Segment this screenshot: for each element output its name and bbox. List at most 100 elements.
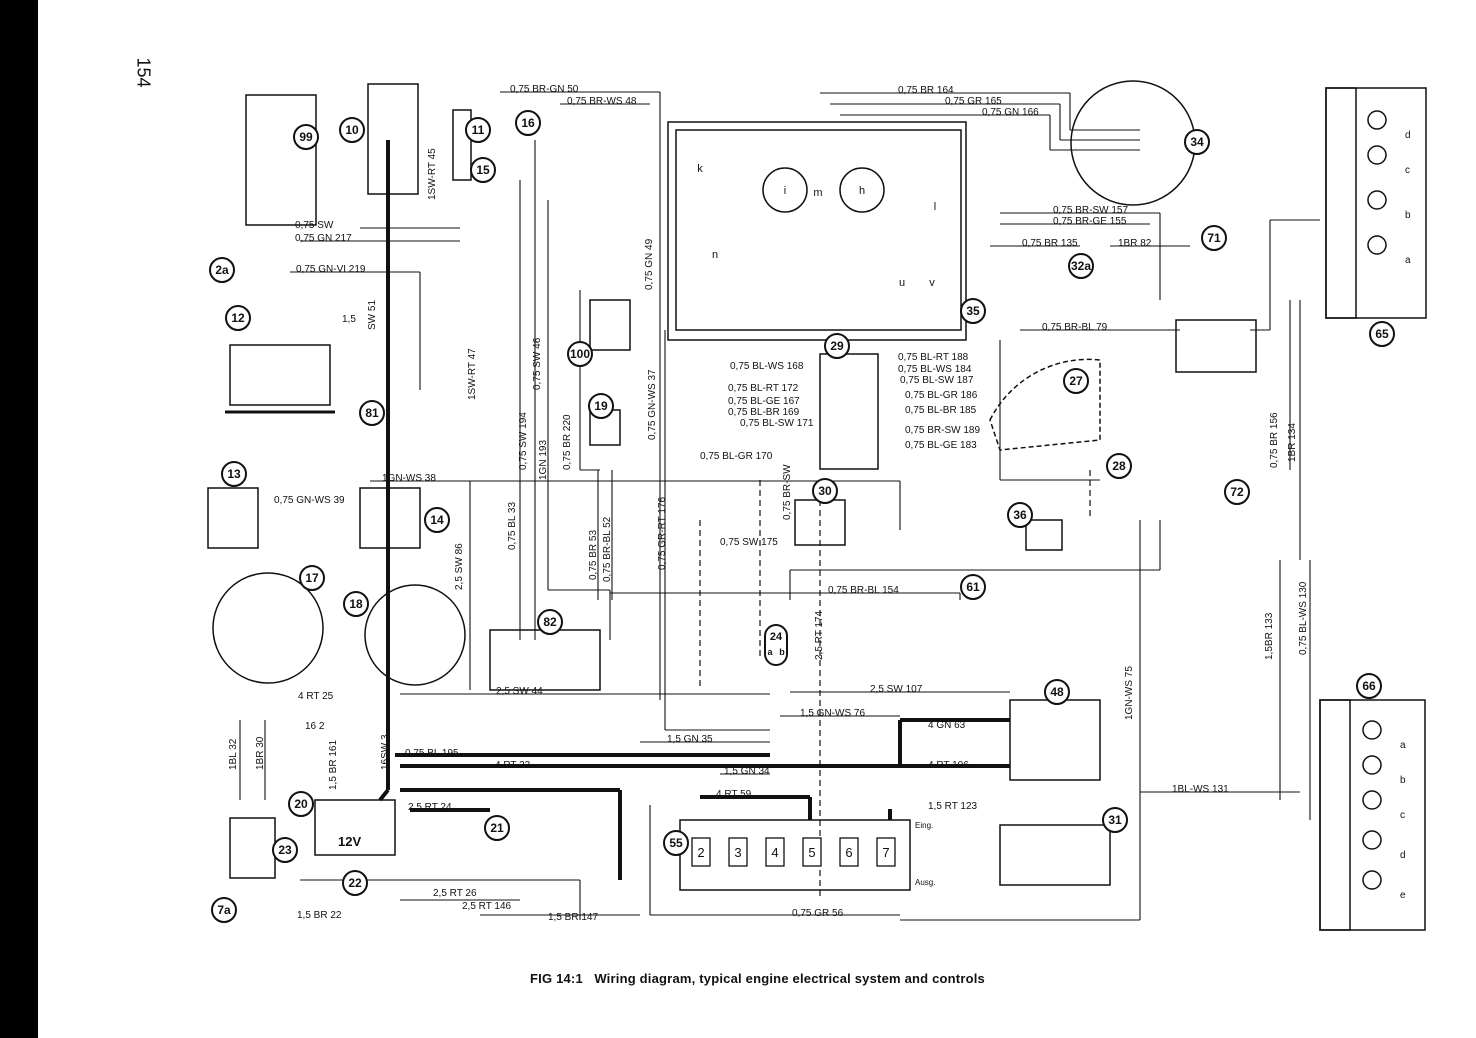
connector-24-label: b	[779, 647, 785, 657]
regulator-13	[207, 487, 259, 549]
wire-label: 0,75 BR-WS 48	[567, 96, 637, 107]
wire-label: 1,5BR 133	[1264, 612, 1275, 660]
lamp-icon	[1367, 145, 1387, 165]
fuse-box-55	[679, 819, 911, 891]
component-marker-81	[359, 400, 385, 426]
heavy-wire	[378, 788, 390, 802]
lamp-icon	[1367, 235, 1387, 255]
tachometer-34	[1070, 80, 1196, 206]
component-number: 82	[543, 615, 557, 629]
component-marker-71	[1201, 225, 1227, 251]
wire-label: 2,5 SW 107	[870, 684, 923, 695]
wire-label: 2,5 SW 44	[496, 686, 543, 697]
fuse	[728, 837, 748, 867]
component-number: 11	[472, 123, 485, 137]
lamp-icon	[1362, 830, 1382, 850]
lamp-letter: d	[1405, 130, 1411, 141]
switch-29	[819, 353, 879, 470]
gauge-letter: n	[712, 249, 718, 261]
component-marker-10	[339, 117, 365, 143]
lamp-panel-65	[1325, 87, 1427, 319]
gear-selector-27	[989, 358, 1101, 451]
wire-label: 0,75 GN-WS 39	[274, 495, 345, 506]
component-number: 10	[345, 123, 359, 137]
lamp-letter: a	[1405, 255, 1411, 266]
starter-18	[364, 584, 466, 686]
sender-100	[589, 299, 631, 351]
wire-label: 0,75 BR-BL 52	[602, 516, 613, 582]
instrument-panel-inner	[675, 129, 962, 331]
lamp-letter: a	[1400, 740, 1406, 751]
wire-label: 1,5 GN 35	[667, 734, 713, 745]
component-marker-34	[1184, 129, 1210, 155]
component-marker-82	[537, 609, 563, 635]
wire-label: 2,5 SW 86	[454, 543, 465, 590]
component-number: 81	[365, 406, 379, 420]
wire-label: 0,75 BR 135	[1022, 238, 1078, 249]
battery-voltage: 12V	[338, 834, 361, 849]
wire-label: 1GN-WS 75	[1124, 666, 1135, 720]
component-number: 99	[299, 130, 313, 144]
component-marker-48	[1044, 679, 1070, 705]
component-marker-11	[465, 117, 491, 143]
component-number: 36	[1013, 508, 1027, 522]
regulator-14	[359, 487, 421, 549]
component-number: 16	[521, 116, 535, 130]
lamp-icon	[1362, 755, 1382, 775]
wire-label: 1,5	[342, 314, 356, 325]
wire-label: 0,75 BR-SW 189	[905, 425, 980, 436]
wire-label: 0,75 BL-SW 171	[740, 418, 814, 429]
component-number: 29	[830, 339, 844, 353]
component-marker-16	[515, 110, 541, 136]
wire-label: 0,75 BL-RT 172	[728, 383, 799, 394]
component-marker-17	[299, 565, 325, 591]
component-marker-20	[288, 791, 314, 817]
gauge-letter: k	[697, 163, 703, 175]
connector-24-label: a	[767, 647, 773, 657]
wire-label: 0,75 BL-BR 169	[728, 407, 800, 418]
connector-24-marker	[764, 624, 788, 666]
resistor-11	[452, 109, 472, 181]
light-switch-31	[999, 824, 1111, 886]
lamp-letter: c	[1405, 165, 1410, 176]
lamp-letter: c	[1400, 810, 1405, 821]
wire-label: 1BR 82	[1118, 238, 1152, 249]
gauge-i	[762, 167, 808, 213]
wire-label: 1,5 GN-WS 76	[800, 708, 865, 719]
lamp-letter: d	[1400, 850, 1406, 861]
component-marker-66	[1356, 673, 1382, 699]
connector-82	[489, 629, 601, 691]
component-number: 2a	[215, 263, 229, 277]
component-number: 55	[669, 836, 683, 850]
component-number: 20	[294, 797, 308, 811]
gauge-letter: i	[784, 185, 786, 197]
wire-label: 0,75 BR 164	[898, 85, 954, 96]
component-number: 12	[231, 311, 245, 325]
lamp-letter: b	[1400, 775, 1406, 786]
component-marker-12	[225, 305, 251, 331]
wire-label: 0,75 BL-WS 130	[1298, 581, 1309, 655]
fuse	[839, 837, 859, 867]
component-number: 27	[1069, 374, 1083, 388]
lamp-icon	[1362, 790, 1382, 810]
wire-label: 2,5 RT 146	[462, 901, 512, 912]
component-marker-27	[1063, 368, 1089, 394]
fuse	[765, 837, 785, 867]
connector-24-label: 24	[770, 631, 783, 643]
component-number: 66	[1362, 679, 1376, 693]
wire-label: 0,75 SW 175	[720, 537, 778, 548]
wire-label: 0,75 BL 195	[405, 748, 459, 759]
instrument-cluster	[667, 121, 967, 341]
scan-edge-band	[0, 0, 38, 1038]
wire-label: 0,75 GN-VI 219	[296, 264, 366, 275]
fuse-in-label: Eing.	[915, 821, 933, 830]
component-marker-72	[1224, 479, 1250, 505]
gauge-letter: h	[859, 185, 865, 197]
component-number: 30	[818, 484, 832, 498]
lamp-panel-66-strip	[1319, 699, 1351, 931]
gauge-letter: u	[899, 277, 905, 289]
lamp-letter: b	[1405, 210, 1411, 221]
wire-label: 0,75 GR 56	[792, 908, 844, 919]
wire-label: 1,5 BR 161	[328, 740, 339, 790]
figure-caption: FIG 14:1 Wiring diagram, typical engine …	[530, 971, 985, 986]
